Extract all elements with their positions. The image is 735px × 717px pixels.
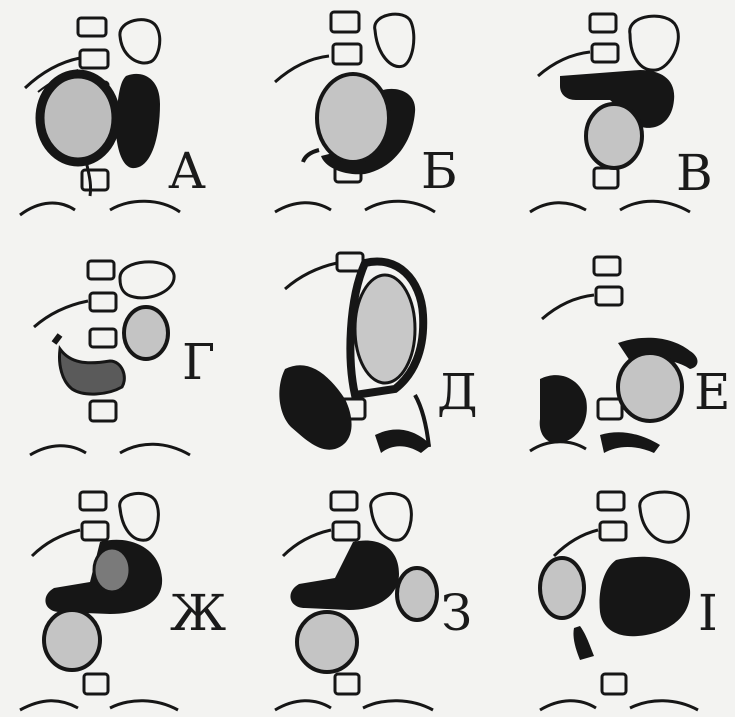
kidney (40, 74, 116, 162)
kidney (297, 612, 357, 672)
vertebra (90, 401, 116, 421)
vertebra (90, 329, 116, 347)
pelvis (530, 201, 690, 212)
vertebra (598, 492, 624, 510)
colon-mass (60, 349, 125, 394)
panel-a-drawing (0, 0, 245, 239)
panel-f-label: Е (694, 367, 731, 417)
rib (542, 295, 594, 319)
bladder (120, 493, 159, 540)
ureter (573, 626, 594, 660)
panel-g-label: Ж (170, 588, 226, 638)
panel-a: А (0, 0, 245, 239)
kidney (317, 74, 389, 162)
kidney (618, 353, 682, 421)
panel-h-label: З (441, 588, 472, 638)
pelvis (20, 701, 178, 710)
vertebra (82, 170, 108, 190)
kidney (124, 307, 168, 359)
vertebra (333, 44, 361, 64)
rib (34, 301, 88, 327)
panel-e-drawing (245, 239, 490, 478)
kidney (540, 558, 584, 618)
panel-b-label: Б (421, 146, 458, 196)
rib (538, 52, 590, 76)
colon-mass (279, 365, 351, 449)
panel-d: Г (0, 239, 245, 478)
colon-mass (116, 74, 160, 168)
panel-g: Ж (0, 478, 245, 717)
pelvis (20, 201, 180, 215)
panel-i: І (490, 478, 735, 717)
bladder (375, 14, 414, 66)
vertebra (331, 12, 359, 32)
vertebra (602, 674, 626, 694)
panel-e-label: Д (437, 367, 478, 417)
panel-c-label: В (676, 148, 713, 198)
kidney (44, 610, 100, 670)
panel-h: З (245, 478, 490, 717)
pelvis (540, 701, 698, 710)
panel-c: В (490, 0, 735, 239)
ureter (54, 335, 60, 343)
colon-mass (600, 432, 660, 453)
pelvis (530, 442, 586, 451)
panel-f-drawing (490, 239, 735, 478)
panel-b-drawing (245, 0, 490, 239)
kidney (586, 104, 642, 168)
pelvis (30, 444, 190, 455)
panel-f: Е (490, 239, 735, 478)
bladder (640, 492, 689, 542)
vertebra (598, 399, 622, 419)
pelvis (275, 201, 435, 212)
vertebra (90, 293, 116, 311)
vertebra (592, 44, 618, 62)
kidney (397, 568, 437, 620)
bladder (371, 493, 412, 540)
panel-a-label: А (168, 146, 206, 196)
rib (285, 263, 337, 289)
colon-mass (290, 540, 399, 610)
ureter (303, 150, 319, 162)
vertebra (600, 522, 626, 540)
panel-i-label: І (698, 588, 718, 638)
panel-e: Д (245, 239, 490, 478)
vertebra (88, 261, 114, 279)
rib (275, 56, 329, 82)
vertebra (80, 50, 108, 68)
panel-d-label: Г (182, 337, 215, 387)
colon-mass (600, 557, 691, 636)
bladder (120, 262, 174, 298)
vertebra (594, 257, 620, 275)
bladder (120, 20, 160, 63)
rib (32, 530, 80, 556)
vertebra (596, 287, 622, 305)
vertebra (82, 522, 108, 540)
vertebra (590, 14, 616, 32)
vertebra (80, 492, 106, 510)
colon-mass (375, 430, 431, 453)
panel-b: Б (245, 0, 490, 239)
vertebra (78, 18, 106, 36)
vertebra (335, 674, 359, 694)
rib (554, 530, 598, 556)
vertebra (331, 492, 357, 510)
kidney (355, 275, 415, 383)
vertebra (594, 168, 618, 188)
rib (283, 530, 331, 556)
panel-c-drawing (490, 0, 735, 239)
pelvis (275, 701, 433, 710)
vertebra (333, 522, 359, 540)
kidney (94, 548, 130, 592)
bladder (630, 16, 679, 70)
vertebra (84, 674, 108, 694)
colon-mass (540, 375, 587, 443)
